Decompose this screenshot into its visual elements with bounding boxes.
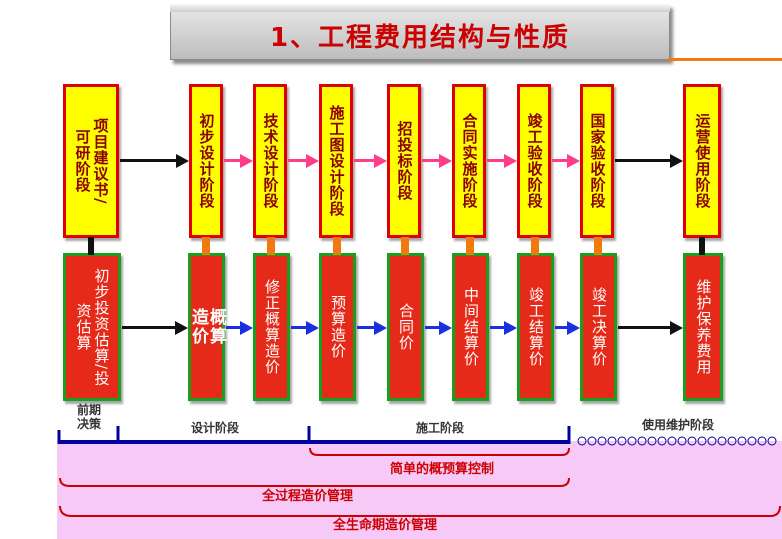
arrowhead-interim-to-settlement bbox=[504, 321, 517, 335]
arrow-pre-budget-to-contract bbox=[357, 326, 374, 329]
cost-box-investment-estimate: 初步投资估算/投 资估算 bbox=[63, 253, 121, 401]
stage-box-feasibility: 项目建议书/ 可研阶段 bbox=[63, 84, 119, 238]
cost-label-estimate-cost-col1: 概算 bbox=[206, 308, 226, 346]
stage-label-completion-acceptance: 竣工验收阶段 bbox=[525, 113, 544, 209]
management-band bbox=[57, 441, 782, 539]
cost-label-estimate-cost-col2: 造价 bbox=[188, 308, 208, 346]
connector-drawing bbox=[333, 237, 341, 255]
cost-label-investment-estimate-col1: 初步投资估算/投 bbox=[92, 267, 111, 387]
phase-label-maintenance: 使用维护阶段 bbox=[641, 418, 714, 432]
arrowhead-bidding-to-contract bbox=[439, 154, 452, 168]
stage-box-contract-execution: 合同实施阶段 bbox=[452, 84, 486, 238]
stage-label-construction-drawing: 施工图设计阶段 bbox=[327, 105, 346, 217]
cost-label-budget-cost: 预算造价 bbox=[329, 295, 347, 359]
phase-label-decision-line1: 前期 bbox=[76, 403, 101, 417]
arrowhead-technical-to-drawing bbox=[306, 154, 319, 168]
arrowhead-estimate-to-budget bbox=[175, 321, 188, 335]
arrowhead-contract-to-interim bbox=[439, 321, 452, 335]
arrow-final-to-maintenance bbox=[618, 326, 670, 329]
cost-box-revised-estimate: 修正概算造价 bbox=[253, 253, 290, 401]
cost-label-completion-settlement: 竣工结算价 bbox=[527, 287, 545, 367]
arrowhead-national-to-operation bbox=[670, 154, 683, 168]
arrow-interim-to-settlement bbox=[490, 326, 504, 329]
label-full-process: 全过程造价管理 bbox=[262, 489, 354, 504]
stage-box-technical-design: 技术设计阶段 bbox=[253, 84, 287, 238]
stage-box-operation: 运营使用阶段 bbox=[683, 84, 721, 238]
arrow-estimate-to-budget bbox=[122, 326, 175, 329]
cost-box-completion-settlement: 竣工结算价 bbox=[517, 253, 554, 401]
title-underline bbox=[668, 58, 782, 61]
phase-label-decision: 前期 决策 bbox=[64, 403, 114, 431]
cost-label-interim-settlement: 中间结算价 bbox=[462, 287, 480, 367]
stage-box-bidding: 招投标阶段 bbox=[387, 84, 421, 238]
arrow-completion-to-national bbox=[552, 159, 567, 162]
cost-box-budget-cost: 预算造价 bbox=[319, 253, 356, 401]
arrowhead-budget-to-revised bbox=[240, 321, 253, 335]
connector-completion bbox=[531, 237, 539, 255]
stage-label-operation: 运营使用阶段 bbox=[693, 113, 712, 209]
connector-operation bbox=[699, 237, 705, 255]
cost-box-interim-settlement: 中间结算价 bbox=[452, 253, 489, 401]
cost-label-final-accounts: 竣工决算价 bbox=[590, 287, 608, 367]
stage-label-bidding: 招投标阶段 bbox=[395, 121, 414, 201]
arrow-revised-to-pre-budget bbox=[291, 326, 306, 329]
bracket-life-cycle bbox=[59, 505, 781, 517]
cost-label-investment-estimate-col2: 资估算 bbox=[74, 303, 93, 351]
arrow-budget-to-revised bbox=[226, 326, 240, 329]
page-title: 1、工程费用结构与性质 bbox=[269, 23, 571, 53]
arrow-contract-to-completion bbox=[487, 159, 504, 162]
arrow-drawing-to-bidding bbox=[354, 159, 374, 162]
stage-label-feasibility-col1: 项目建议书/ bbox=[91, 117, 110, 205]
arrowhead-pre-budget-to-contract bbox=[374, 321, 387, 335]
cost-label-revised-estimate: 修正概算造价 bbox=[263, 279, 281, 375]
label-life-cycle: 全生命期造价管理 bbox=[333, 518, 438, 533]
stage-label-contract-execution: 合同实施阶段 bbox=[460, 113, 479, 209]
cost-label-contract-price: 合同价 bbox=[397, 303, 415, 351]
cost-box-contract-price: 合同价 bbox=[387, 253, 424, 401]
arrowhead-feasibility-to-preliminary bbox=[176, 154, 189, 168]
title-banner: 1、工程费用结构与性质 bbox=[170, 4, 670, 60]
timeline-dotted-circles bbox=[577, 436, 777, 446]
connector-national bbox=[594, 237, 602, 255]
arrowhead-drawing-to-bidding bbox=[374, 154, 387, 168]
phase-label-design: 设计阶段 bbox=[190, 421, 239, 435]
arrow-settlement-to-final bbox=[555, 326, 567, 329]
connector-feasibility bbox=[88, 237, 94, 255]
stage-box-preliminary-design: 初步设计阶段 bbox=[189, 84, 223, 238]
arrow-national-to-operation bbox=[615, 159, 670, 162]
arrow-contract-to-interim bbox=[425, 326, 439, 329]
arrow-preliminary-to-technical bbox=[224, 159, 240, 162]
stage-box-construction-drawing: 施工图设计阶段 bbox=[319, 84, 353, 238]
stage-label-technical-design: 技术设计阶段 bbox=[261, 113, 280, 209]
stage-box-completion-acceptance: 竣工验收阶段 bbox=[517, 84, 551, 238]
stage-label-feasibility-col2: 可研阶段 bbox=[73, 129, 92, 193]
stage-label-national-acceptance: 国家验收阶段 bbox=[588, 113, 607, 209]
arrowhead-settlement-to-final bbox=[567, 321, 580, 335]
connector-technical bbox=[267, 237, 275, 255]
arrowhead-contract-to-completion bbox=[504, 154, 517, 168]
phase-label-construction: 施工阶段 bbox=[415, 421, 464, 435]
arrow-technical-to-drawing bbox=[288, 159, 306, 162]
connector-contract bbox=[466, 237, 474, 255]
cost-box-maintenance: 维护保养费用 bbox=[683, 253, 723, 401]
bracket-full-process bbox=[59, 477, 570, 487]
connector-bidding bbox=[401, 237, 409, 255]
arrowhead-revised-to-pre-budget bbox=[306, 321, 319, 335]
cost-label-maintenance: 维护保养费用 bbox=[694, 279, 713, 375]
arrow-feasibility-to-preliminary bbox=[120, 159, 176, 162]
connector-preliminary bbox=[202, 237, 210, 255]
phase-label-decision-line2: 决策 bbox=[76, 417, 101, 431]
arrowhead-completion-to-national bbox=[567, 154, 580, 168]
label-simple-control: 简单的概预算控制 bbox=[390, 462, 495, 477]
stage-box-national-acceptance: 国家验收阶段 bbox=[580, 84, 614, 238]
arrowhead-final-to-maintenance bbox=[670, 321, 683, 335]
bracket-simple-control bbox=[309, 447, 570, 456]
arrowhead-preliminary-to-technical bbox=[240, 154, 253, 168]
stage-label-preliminary-design: 初步设计阶段 bbox=[197, 113, 216, 209]
arrow-bidding-to-contract bbox=[422, 159, 439, 162]
